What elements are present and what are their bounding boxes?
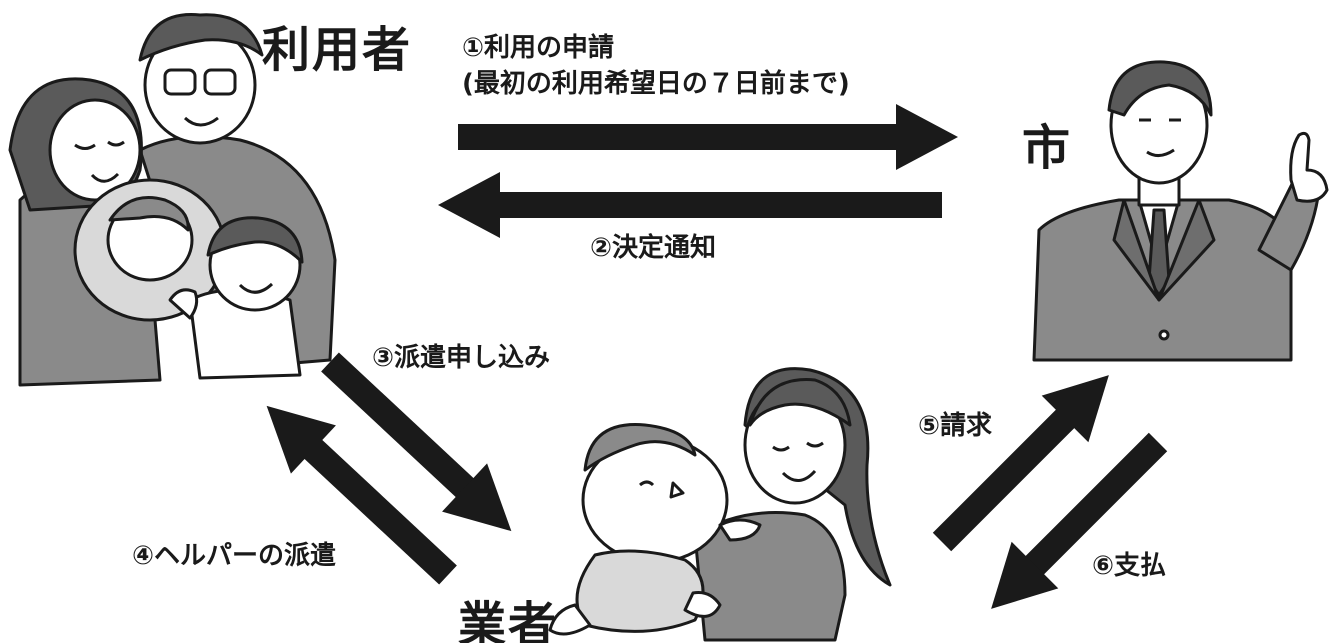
arrow-dispatch-request [321,352,512,532]
step-1-line-2: (最初の利用希望日の７日前まで) [462,69,850,99]
arrow-request [458,104,958,170]
arrow-billing [932,375,1109,552]
arrow-payment [991,432,1168,609]
city-official-illustration [1032,60,1329,362]
family-illustration [8,13,337,387]
node-city-label: 市 [1022,120,1073,176]
step-2-label: ②決定通知 [590,233,717,263]
step-4-label: ④ヘルパーの派遣 [132,541,337,571]
node-user-label: 利用者 [262,22,413,78]
step-5-label: ⑤請求 [918,411,993,441]
arrow-decision-notice [438,172,942,238]
arrow-helper-dispatch [266,405,457,585]
step-6-label: ⑥支払 [1092,551,1167,581]
node-provider-label: 業者 [458,597,559,643]
step-3-label: ③派遣申し込み [372,343,551,373]
step-1-label: ①利用の申請 (最初の利用希望日の７日前まで) [462,30,850,102]
step-1-line-1: ①利用の申請 [462,33,615,63]
helper-illustration [548,367,892,642]
